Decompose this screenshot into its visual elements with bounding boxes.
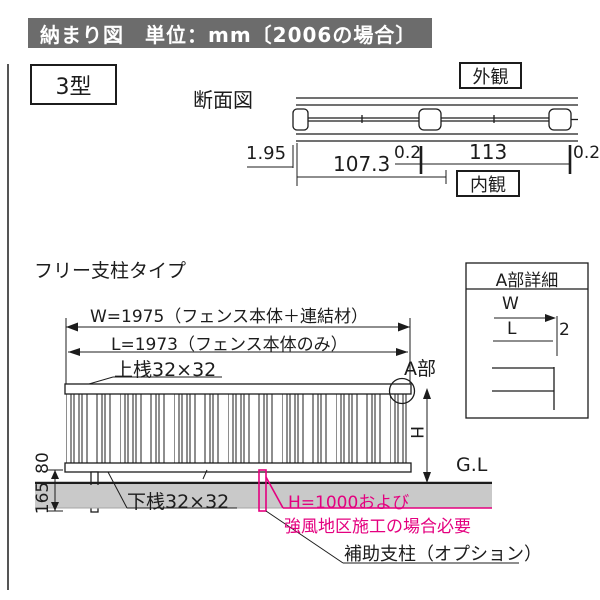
exterior-box: 外観 [459, 62, 522, 89]
part-a-circle [388, 377, 416, 405]
cross-section-drawing [247, 97, 578, 186]
section-post-middle [418, 108, 442, 131]
aux-note-line2: 強風地区施工の場合必要 [284, 517, 471, 537]
top-rail-label: 上桟32×32 [114, 359, 217, 381]
ground-level-label: G.L [456, 454, 488, 476]
free-post-type-label: フリー支柱タイプ [34, 260, 187, 282]
interior-box: 内観 [456, 170, 520, 197]
aux-note-line1: H=1000および [288, 493, 410, 513]
dim-left-panel: 107.3 [333, 152, 391, 176]
detail-w-label: W [502, 294, 519, 314]
fence-elevation-drawing [35, 318, 519, 564]
section-post-left [292, 108, 309, 131]
detail-l-label: L [507, 319, 517, 339]
detail-offset-label: 2 [559, 320, 570, 340]
fence-slat-panel [66, 394, 410, 464]
below-grade-lower-dim: 165 [33, 481, 53, 515]
section-post-right [548, 108, 572, 131]
section-view-label: 断面図 [193, 88, 253, 112]
fence-body-width-label: L=1973（フェンス本体のみ） [111, 335, 348, 355]
model-type-box: 3型 [30, 64, 117, 105]
fence-top-rail [64, 383, 412, 395]
ground-strip [35, 485, 492, 508]
fence-overall-width-label: W=1975（フェンス本体＋連結材） [90, 307, 368, 327]
part-a-detail-drawing [465, 262, 589, 419]
model-type-label: 3型 [55, 74, 92, 100]
page-title: 納まり図 単位：mm〔2006の場合〕 [40, 22, 417, 47]
interior-label: 内観 [470, 174, 506, 196]
bottom-rail-label: 下桟32×32 [127, 491, 230, 513]
aux-post-label: 補助支柱（オプション） [344, 544, 542, 565]
dim-edge-thickness: 1.95 [246, 143, 287, 164]
exterior-label: 外観 [472, 66, 509, 88]
dim-left-gap: 0.2 [394, 143, 422, 163]
dim-right-panel: 113 [469, 140, 508, 164]
height-dim-label: H [406, 426, 426, 439]
detail-box-title: A部詳細 [495, 271, 559, 291]
dim-right-gap: 0.2 [573, 143, 600, 163]
auxiliary-post [258, 469, 267, 512]
title-bar: 納まり図 単位：mm〔2006の場合〕 [28, 18, 432, 48]
part-a-label: A部 [404, 358, 436, 380]
fence-bottom-rail [64, 462, 412, 473]
